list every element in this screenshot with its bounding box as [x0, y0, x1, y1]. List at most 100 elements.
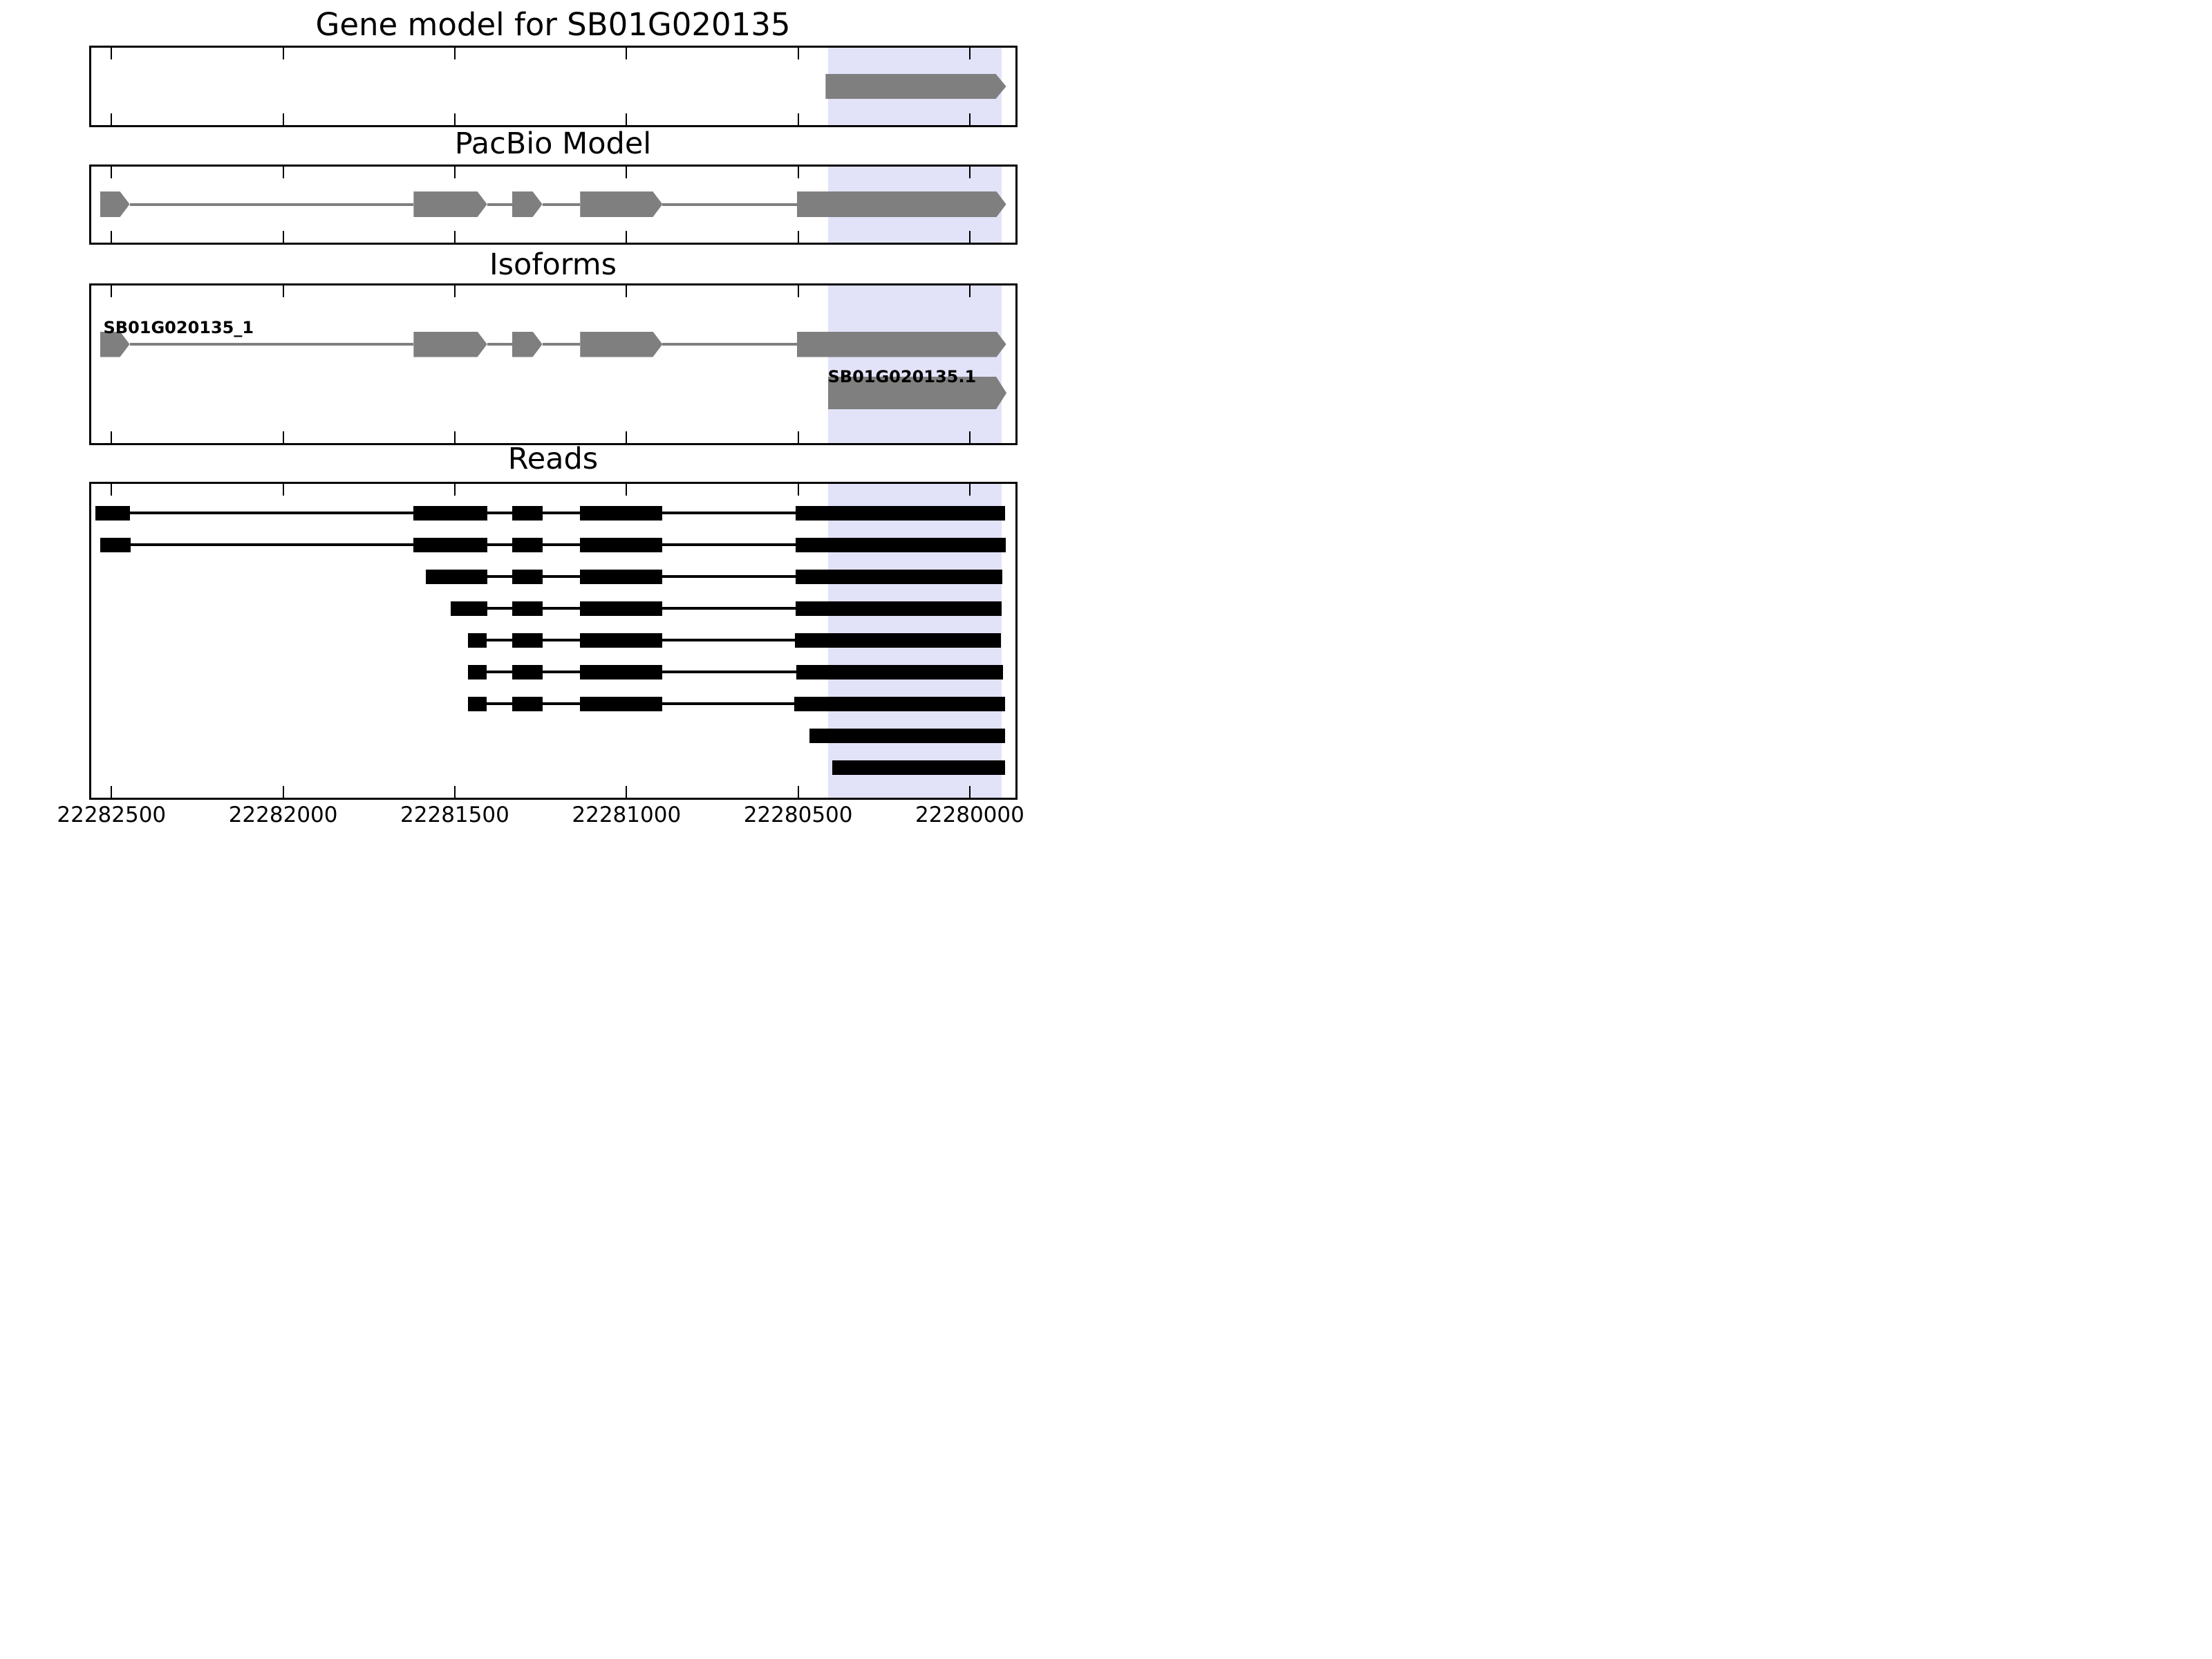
axis-tick	[797, 285, 799, 297]
axis-tick	[453, 113, 456, 125]
axis-tick	[111, 785, 113, 798]
axis-tick	[282, 285, 284, 297]
axis-tick	[626, 285, 628, 297]
isoform1-exon-arrow	[797, 332, 1006, 357]
read-block	[794, 696, 1006, 711]
x-tick-label: 22280000	[915, 803, 1024, 827]
axis-tick	[453, 285, 456, 297]
axis-tick	[453, 483, 456, 496]
x-tick-label: 22281500	[400, 803, 509, 827]
read-block	[580, 632, 663, 648]
axis-tick	[968, 431, 971, 443]
isoforms-track-title: Isoforms	[489, 247, 617, 282]
pacbio-exon-arrow	[512, 191, 543, 217]
axis-tick	[453, 431, 456, 443]
axis-tick	[626, 785, 628, 798]
read-block	[413, 537, 487, 552]
axis-tick	[111, 431, 113, 443]
x-tick-label: 22281000	[572, 803, 682, 827]
axis-tick	[797, 231, 799, 243]
read-block	[100, 537, 131, 552]
read-block	[580, 569, 663, 584]
read-block	[580, 664, 663, 679]
axis-tick	[968, 167, 971, 178]
x-tick-label: 22282000	[228, 803, 338, 827]
axis-tick	[282, 483, 284, 496]
read-block	[795, 601, 1002, 616]
pacbio-intron-line	[129, 203, 414, 206]
read-block	[512, 696, 543, 711]
axis-tick	[968, 231, 971, 243]
gene-model-figure: Gene model for SB01G020135 PacBio Model …	[0, 0, 1106, 830]
read-intron-line	[426, 575, 1003, 578]
read-block	[413, 505, 487, 521]
read-block	[795, 505, 1006, 521]
read-block	[580, 696, 663, 711]
read-block	[580, 601, 663, 616]
x-tick-label: 22280500	[743, 803, 853, 827]
read-block	[832, 760, 1005, 775]
x-tick-label: 22282500	[57, 803, 167, 827]
read-block	[796, 664, 1004, 679]
axis-tick	[626, 48, 628, 59]
read-block	[794, 632, 1002, 648]
read-block	[451, 601, 487, 616]
axis-tick	[797, 785, 799, 798]
figure-title: Gene model for SB01G020135	[315, 6, 791, 43]
axis-tick	[111, 285, 113, 297]
highlight-region	[827, 285, 1002, 443]
isoform1-exon-arrow	[413, 332, 487, 357]
isoform2-exon-arrow	[828, 377, 1006, 409]
read-block	[512, 505, 543, 521]
reads-panel	[88, 481, 1018, 800]
pacbio-intron-line	[487, 203, 512, 206]
axis-tick	[282, 48, 284, 59]
isoform-label: SB01G020135_1	[103, 318, 254, 337]
pacbio-track-title: PacBio Model	[454, 126, 652, 161]
axis-tick	[282, 167, 284, 178]
pacbio-model-panel	[88, 165, 1018, 245]
isoform1-intron-line	[487, 343, 512, 346]
axis-tick	[968, 48, 971, 59]
axis-tick	[968, 285, 971, 297]
isoform1-exon-arrow	[512, 332, 543, 357]
pacbio-intron-line	[542, 203, 581, 206]
axis-tick	[626, 431, 628, 443]
pacbio-exon-arrow	[797, 191, 1006, 217]
isoform1-intron-line	[662, 343, 797, 346]
axis-tick	[797, 431, 799, 443]
read-block	[795, 569, 1003, 584]
axis-tick	[111, 231, 113, 243]
axis-tick	[282, 785, 284, 798]
axis-tick	[282, 231, 284, 243]
pacbio-exon-arrow	[580, 191, 662, 217]
pacbio-exon-arrow	[413, 191, 487, 217]
read-block	[512, 632, 543, 648]
axis-tick	[453, 167, 456, 178]
axis-tick	[626, 167, 628, 178]
isoform1-intron-line	[542, 343, 581, 346]
isoform-label: SB01G020135.1	[827, 367, 977, 386]
gene-model-exon-arrow	[825, 74, 1006, 99]
read-intron-line	[95, 512, 1006, 514]
axis-tick	[626, 113, 628, 125]
isoform1-intron-line	[129, 343, 414, 346]
axis-tick	[111, 167, 113, 178]
read-block	[426, 569, 487, 584]
axis-tick	[968, 483, 971, 496]
gene-model-panel	[88, 46, 1018, 127]
pacbio-exon-arrow	[100, 191, 130, 217]
read-block	[468, 664, 487, 679]
pacbio-intron-line	[662, 203, 797, 206]
reads-track-title: Reads	[507, 442, 599, 476]
read-block	[95, 505, 130, 521]
read-block	[512, 537, 543, 552]
read-intron-line	[451, 607, 1002, 610]
axis-tick	[797, 167, 799, 178]
axis-tick	[626, 483, 628, 496]
axis-tick	[968, 785, 971, 798]
read-intron-line	[468, 671, 1004, 673]
axis-tick	[282, 113, 284, 125]
read-block	[580, 505, 663, 521]
